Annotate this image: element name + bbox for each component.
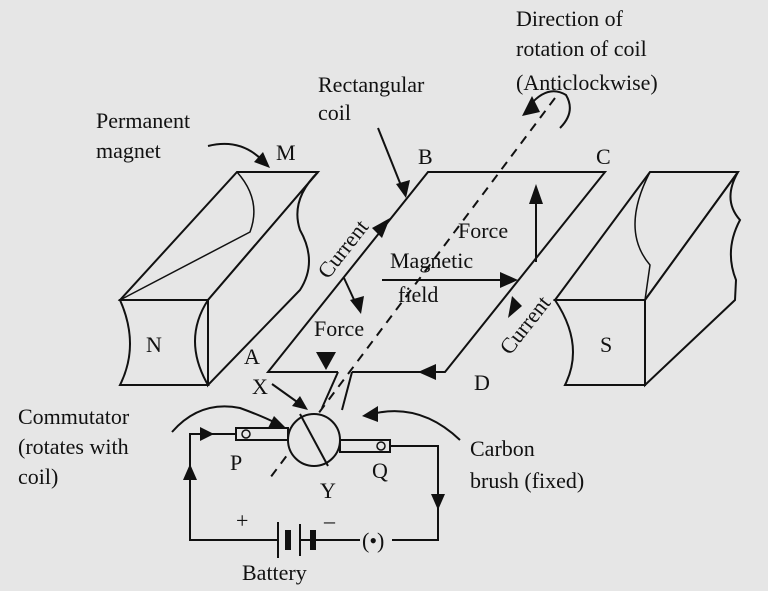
pole-n-label: N — [146, 332, 162, 357]
force-top-label: Force — [458, 218, 508, 243]
point-a-label: A — [244, 344, 260, 369]
perm-magnet-label-1: Permanent — [96, 108, 190, 133]
wire-right-arrowhead — [431, 494, 445, 510]
wire-p-arrowhead — [200, 427, 214, 441]
brush-p-screw-icon — [241, 429, 251, 439]
coil-pointer-head — [396, 180, 410, 198]
north-magnet-edge — [119, 171, 255, 301]
x-pointer — [271, 383, 301, 405]
magnetic-field-label-1: Magnetic — [390, 248, 473, 273]
current-arrow-a-lead — [316, 352, 336, 370]
wire-left — [189, 433, 268, 541]
commutator-pointer — [171, 405, 279, 433]
battery-label: Battery — [242, 560, 307, 585]
south-magnet — [553, 171, 742, 388]
switch-symbol: (•) — [362, 528, 384, 553]
carbon-brush-label-1: Carbon — [470, 436, 535, 461]
north-magnet-face — [118, 299, 210, 386]
magnet-pointer-head — [254, 152, 270, 168]
rotation-arrow — [529, 90, 571, 129]
point-d-label: D — [474, 370, 490, 395]
commutator-split — [299, 413, 329, 467]
commutator-label-1: Commutator — [18, 404, 130, 429]
north-magnet — [117, 171, 321, 388]
point-c-label: C — [596, 144, 611, 169]
rect-coil-label-1: Rectangular — [318, 72, 425, 97]
commutator-label-3: coil) — [18, 464, 58, 489]
battery-plus-label: + — [236, 508, 248, 533]
point-q-label: Q — [372, 458, 388, 483]
rotation-arrowhead — [522, 96, 540, 116]
current-arrow-cd — [508, 296, 522, 318]
current-arrow-da — [418, 364, 436, 380]
current-left-label: Current — [312, 215, 373, 283]
pole-s-label: S — [600, 332, 612, 357]
coil-pointer — [377, 127, 403, 189]
perm-magnet-label-2: magnet — [96, 138, 161, 163]
point-y-label: Y — [320, 478, 336, 503]
battery — [268, 522, 316, 558]
current-arrow-ab — [372, 218, 390, 238]
south-magnet-face — [553, 299, 646, 386]
battery-minus-label: – — [323, 508, 336, 533]
current-right-label: Current — [494, 291, 555, 359]
commutator-pointer-head — [268, 416, 286, 428]
point-p-label: P — [230, 450, 242, 475]
wire-left-arrowhead — [183, 464, 197, 480]
south-magnet-edge — [634, 171, 651, 301]
direction-label-1: Direction of — [516, 6, 624, 31]
south-magnet-side — [644, 171, 742, 388]
point-b-label: B — [418, 144, 433, 169]
brush-pointer — [371, 410, 461, 441]
direction-label-3: (Anticlockwise) — [516, 70, 658, 95]
magnetic-field-arrowhead — [500, 272, 518, 288]
coil-lead-a — [321, 371, 339, 409]
brush-pointer-head — [362, 406, 378, 422]
point-m-label: M — [276, 140, 296, 165]
carbon-brush-label-2: brush (fixed) — [470, 468, 584, 493]
commutator-label-2: (rotates with — [18, 434, 129, 459]
force-down-arrowhead — [350, 296, 364, 314]
magnetic-field-label-2: field — [398, 282, 438, 307]
x-pointer-head — [292, 396, 308, 410]
wire-right — [390, 445, 439, 541]
brush-q-screw-icon — [376, 441, 386, 451]
magnet-pointer — [207, 142, 263, 161]
force-bottom-label: Force — [314, 316, 364, 341]
point-x-label: X — [252, 374, 268, 399]
direction-label-2: rotation of coil — [516, 36, 647, 61]
coil-lead-d — [341, 371, 353, 411]
force-up-arrowhead — [529, 184, 543, 204]
rect-coil-label-2: coil — [318, 100, 351, 125]
north-magnet-side — [207, 171, 319, 388]
